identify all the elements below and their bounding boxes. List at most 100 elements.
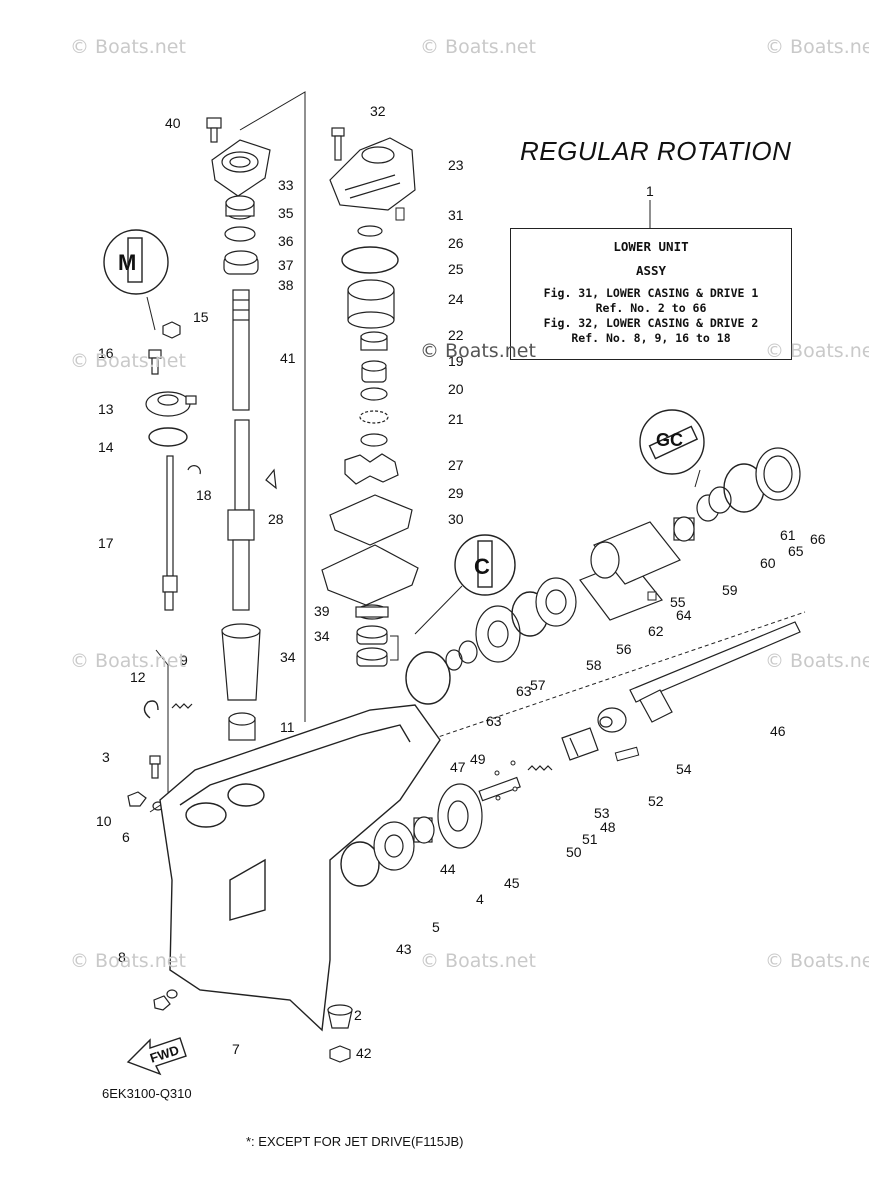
part-label-42: 42 bbox=[356, 1045, 372, 1061]
watermark: © Boats.net bbox=[70, 650, 186, 672]
part-35-bearing bbox=[225, 195, 255, 220]
part-label-48: 48 bbox=[600, 819, 616, 835]
grease-c-icon: C bbox=[454, 534, 516, 596]
part-label-38: 38 bbox=[278, 277, 294, 293]
part-64-key bbox=[647, 591, 657, 601]
part-66-ring-nut bbox=[755, 447, 801, 501]
part-label-11: 11 bbox=[280, 719, 295, 735]
part-label-44: 44 bbox=[440, 861, 456, 877]
part-label-50: 50 bbox=[566, 844, 582, 860]
grease-m-icon: M bbox=[103, 229, 169, 295]
footnote: *: EXCEPT FOR JET DRIVE(F115JB) bbox=[246, 1134, 464, 1149]
svg-text:GC: GC bbox=[656, 430, 683, 450]
watermark: © Boats.net bbox=[420, 950, 536, 972]
part-45-bearing bbox=[413, 816, 435, 844]
part-label-25: 25 bbox=[448, 261, 464, 277]
part-label-34: 34 bbox=[280, 649, 296, 665]
part-label-26: 26 bbox=[448, 235, 464, 251]
info-line-1: LOWER UNIT bbox=[613, 239, 689, 254]
part-5-o-ring bbox=[340, 841, 380, 887]
part-label-3: 3 bbox=[102, 749, 110, 765]
diagram-code: 6EK3100-Q310 bbox=[102, 1086, 192, 1101]
part-label-64: 64 bbox=[676, 607, 692, 623]
part-label-57: 57 bbox=[530, 677, 546, 693]
svg-text:M: M bbox=[118, 250, 136, 275]
part-label-55: 55 bbox=[670, 594, 686, 610]
part-51-pin bbox=[510, 760, 516, 766]
part-40-bolt bbox=[206, 117, 222, 143]
watermark: © Boats.net bbox=[70, 350, 186, 372]
part-30-gasket bbox=[321, 544, 419, 606]
part-label-5: 5 bbox=[432, 919, 440, 935]
part-2-lower-casing bbox=[159, 704, 441, 1032]
part-37-seal bbox=[223, 250, 259, 275]
part-36-ring bbox=[224, 226, 256, 242]
part-label-63: 63 bbox=[486, 713, 502, 729]
part-label-33: 33 bbox=[278, 177, 294, 193]
part-label-10: 10 bbox=[96, 813, 112, 829]
part-label-52: 52 bbox=[648, 793, 664, 809]
part-16-bolt bbox=[148, 349, 162, 375]
part-62-o-ring bbox=[405, 651, 451, 705]
lower-unit-info-box: LOWER UNIT ASSY Fig. 31, LOWER CASING & … bbox=[510, 228, 792, 360]
part-label-14: 14 bbox=[98, 439, 114, 455]
part-63-shim-b bbox=[458, 640, 478, 664]
part-label-31: 31 bbox=[448, 207, 464, 223]
part-label-24: 24 bbox=[448, 291, 464, 307]
part-7-bolt bbox=[153, 995, 171, 1011]
part-label-22: 22 bbox=[448, 327, 464, 343]
part-49-ball-b bbox=[495, 795, 501, 801]
part-label-2: 2 bbox=[354, 1007, 362, 1023]
part-label-4: 4 bbox=[476, 891, 484, 907]
part-label-41: 41 bbox=[280, 350, 296, 366]
part-label-16: 16 bbox=[98, 345, 114, 361]
part-label-32: 32 bbox=[370, 103, 386, 119]
part-label-43: 43 bbox=[396, 941, 412, 957]
part-52-pin bbox=[614, 746, 640, 762]
part-label-34: 34 bbox=[314, 628, 330, 644]
part-27-impeller bbox=[344, 453, 399, 485]
part-label-9: 9 bbox=[180, 652, 188, 668]
part-32-bolt bbox=[331, 127, 345, 161]
svg-text:C: C bbox=[474, 554, 490, 579]
part-42-pinion bbox=[327, 1004, 353, 1029]
part-label-54: 54 bbox=[676, 761, 692, 777]
watermark: © Boats.net bbox=[765, 36, 869, 58]
part-41-drive-shaft bbox=[227, 289, 255, 611]
part-label-59: 59 bbox=[722, 582, 738, 598]
part-47-shift-plunger bbox=[478, 776, 521, 802]
part-label-47: 47 bbox=[450, 759, 466, 775]
part-label-40: 40 bbox=[165, 115, 181, 131]
part-label-63: 63 bbox=[516, 683, 532, 699]
part-label-20: 20 bbox=[448, 381, 464, 397]
part-51-pin-b bbox=[512, 786, 518, 792]
info-line-5: Fig. 32, LOWER CASING & DRIVE 2 bbox=[543, 316, 759, 330]
part-18-clip bbox=[187, 465, 201, 475]
part-19-seal bbox=[361, 360, 387, 383]
part-26-o-ring bbox=[357, 225, 383, 237]
part-20-washer-b bbox=[360, 433, 388, 447]
part-label-58: 58 bbox=[586, 657, 602, 673]
part-44-gear bbox=[437, 783, 483, 849]
part-33-housing bbox=[211, 139, 271, 197]
info-line-4: Ref. No. 2 to 66 bbox=[595, 301, 707, 315]
info-line-2: ASSY bbox=[635, 263, 667, 278]
part-20-washer bbox=[360, 387, 388, 401]
part-4-bearing bbox=[373, 821, 415, 871]
part-label-12: 12 bbox=[130, 669, 146, 685]
part-9-sleeve bbox=[221, 623, 261, 701]
info-box-number: 1 bbox=[646, 183, 654, 199]
part-34-seal bbox=[356, 625, 388, 667]
part-label-23: 23 bbox=[448, 157, 464, 173]
fwd-arrow bbox=[126, 1037, 187, 1076]
part-8-washer-b bbox=[166, 989, 178, 999]
part-label-46: 46 bbox=[770, 723, 786, 739]
part-39-seal bbox=[355, 604, 389, 620]
part-label-19: 19 bbox=[448, 353, 464, 369]
part-24-insert-cartridge bbox=[347, 279, 395, 329]
part-14-o-ring bbox=[148, 427, 188, 447]
watermark: © Boats.net bbox=[70, 36, 186, 58]
part-label-17: 17 bbox=[98, 535, 114, 551]
